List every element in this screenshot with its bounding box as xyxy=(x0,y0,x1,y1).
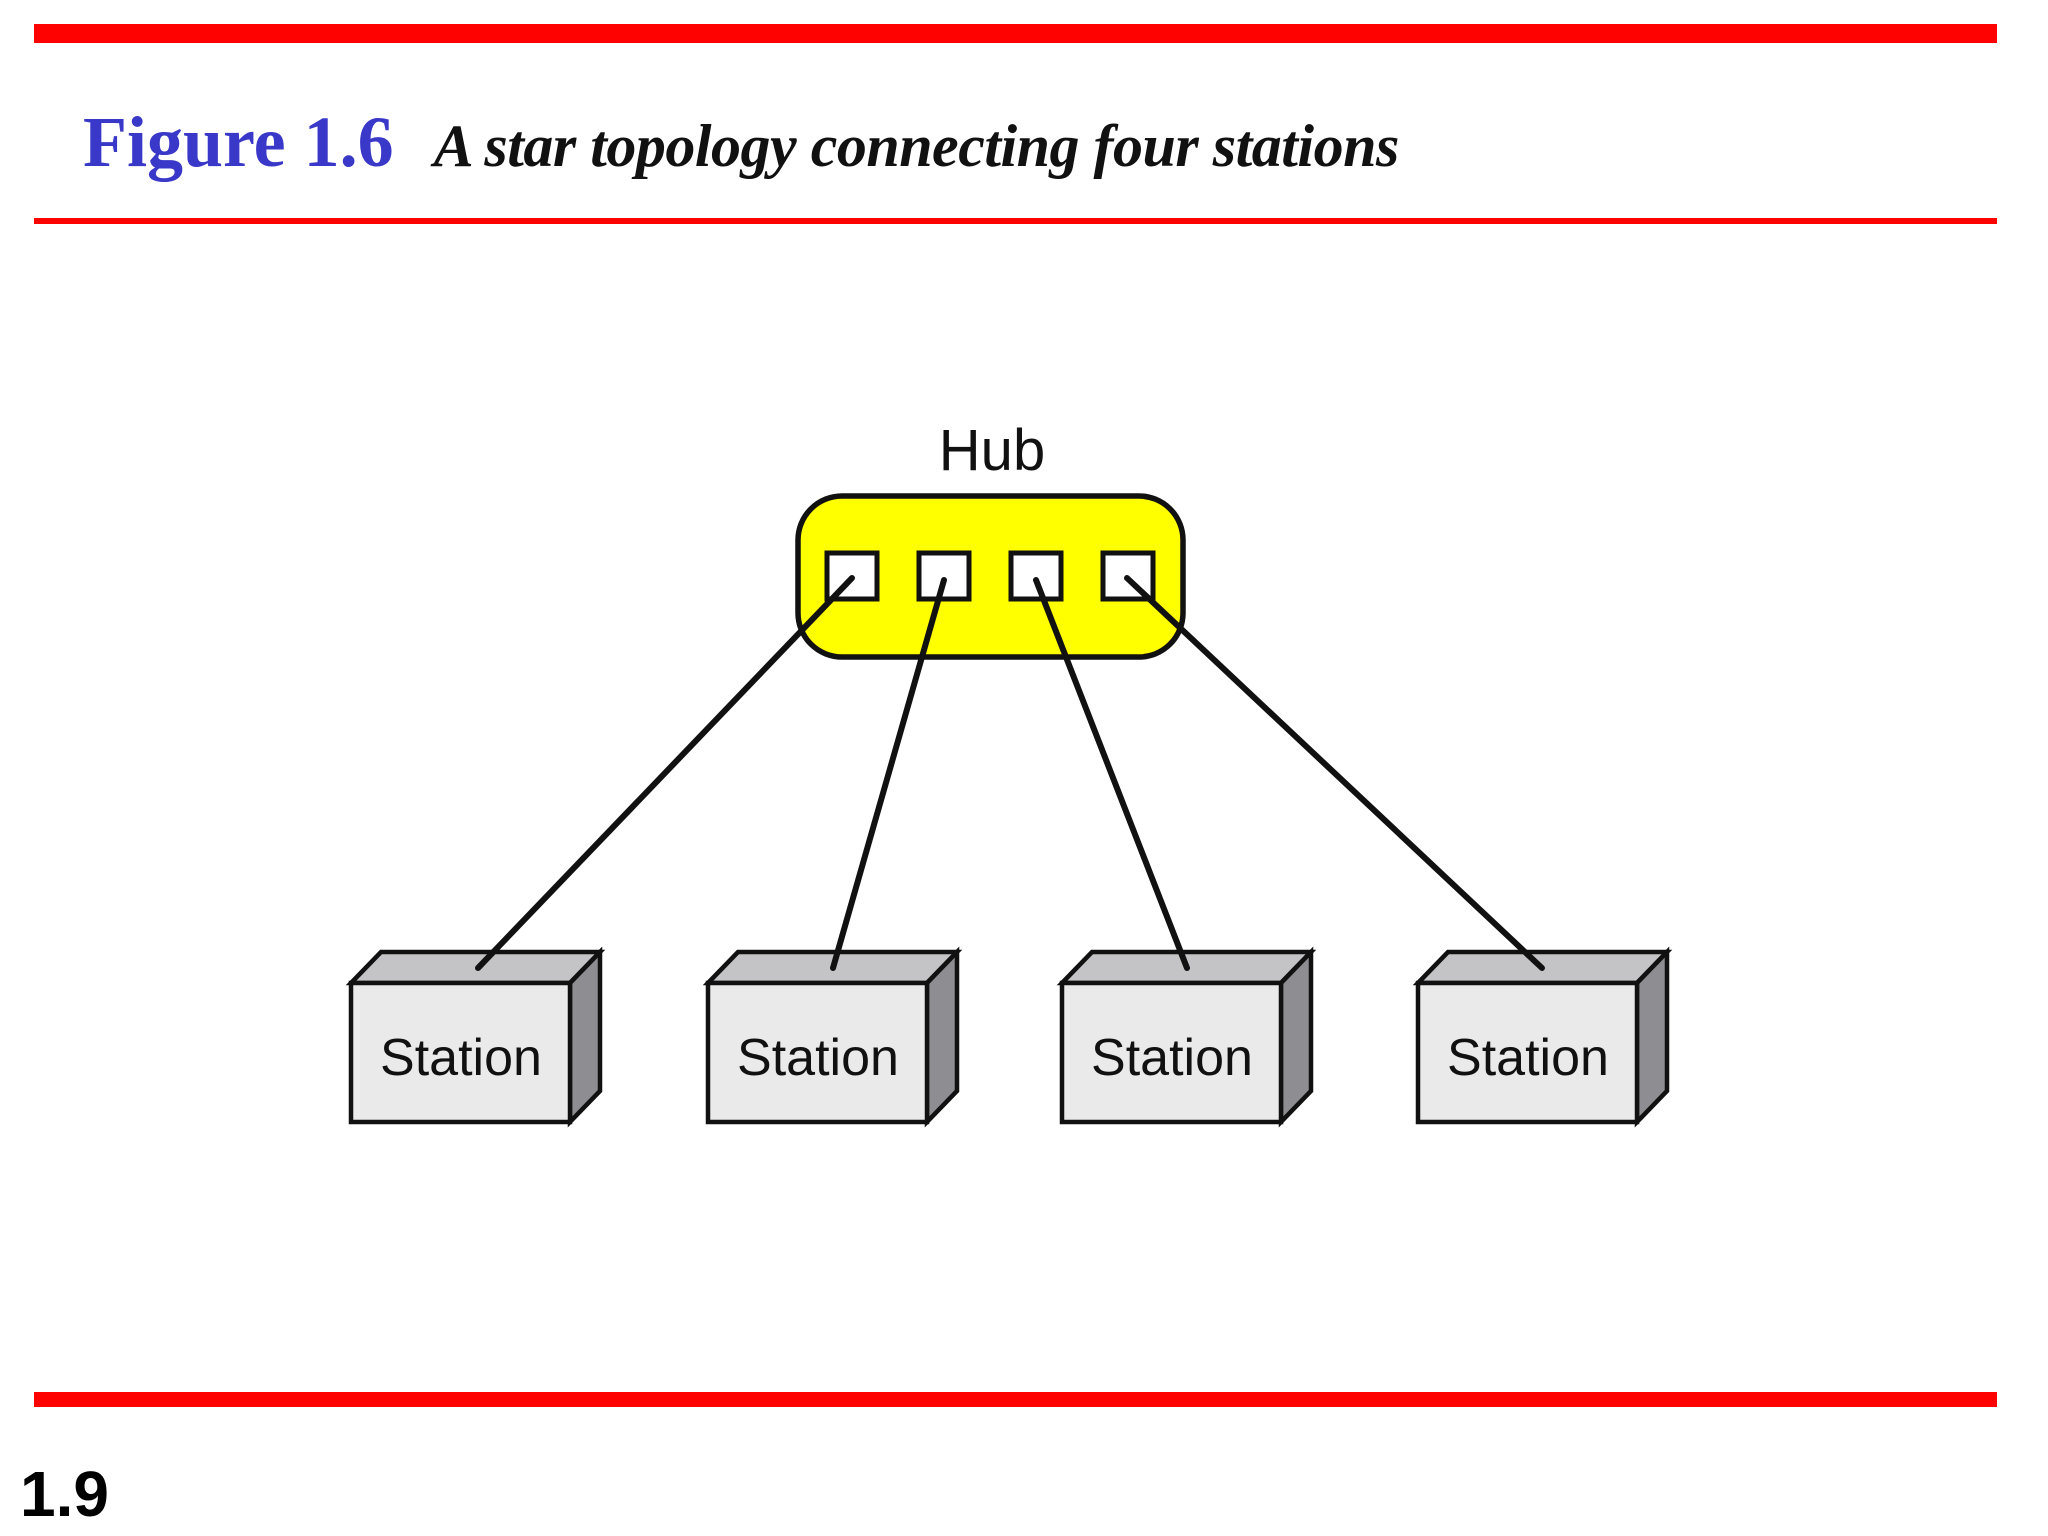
hub-label: Hub xyxy=(939,418,1045,483)
top-red-bar xyxy=(34,24,1997,43)
station-box-1: Station xyxy=(345,946,606,1128)
station-3-side-face xyxy=(1278,946,1314,1128)
station-3-front-face xyxy=(1059,980,1284,1125)
slide-title: Figure 1.6 A star topology connecting fo… xyxy=(83,106,1399,178)
hub-station-link-3 xyxy=(1033,577,1190,971)
bottom-red-bar xyxy=(34,1392,1997,1407)
station-4-label: Station xyxy=(1447,1029,1609,1087)
station-3-label: Station xyxy=(1091,1029,1253,1087)
station-2-front-face xyxy=(705,980,930,1125)
station-1-label: Station xyxy=(380,1029,542,1087)
hub-body xyxy=(795,493,1186,660)
title-underline-rule xyxy=(34,218,1997,224)
hub-station-link-2 xyxy=(830,577,947,971)
station-2-side-face xyxy=(924,946,960,1128)
station-box-4: Station xyxy=(1412,946,1673,1128)
station-1-front-face xyxy=(348,980,573,1125)
page-number: 1.9 xyxy=(20,1458,109,1530)
station-4-side-face xyxy=(1634,946,1670,1128)
station-4-front-face xyxy=(1415,980,1640,1125)
hub-station-link-4 xyxy=(1124,575,1545,971)
hub-port-2 xyxy=(916,550,972,602)
station-1-side-face xyxy=(567,946,603,1128)
station-box-2: Station xyxy=(702,946,963,1128)
figure-caption: A star topology connecting four stations xyxy=(433,113,1400,179)
figure-label: Figure 1.6 xyxy=(83,102,394,182)
station-2-label: Station xyxy=(737,1029,899,1087)
hub-port-3 xyxy=(1008,550,1064,602)
station-box-3: Station xyxy=(1056,946,1317,1128)
hub-station-link-1 xyxy=(475,575,855,971)
